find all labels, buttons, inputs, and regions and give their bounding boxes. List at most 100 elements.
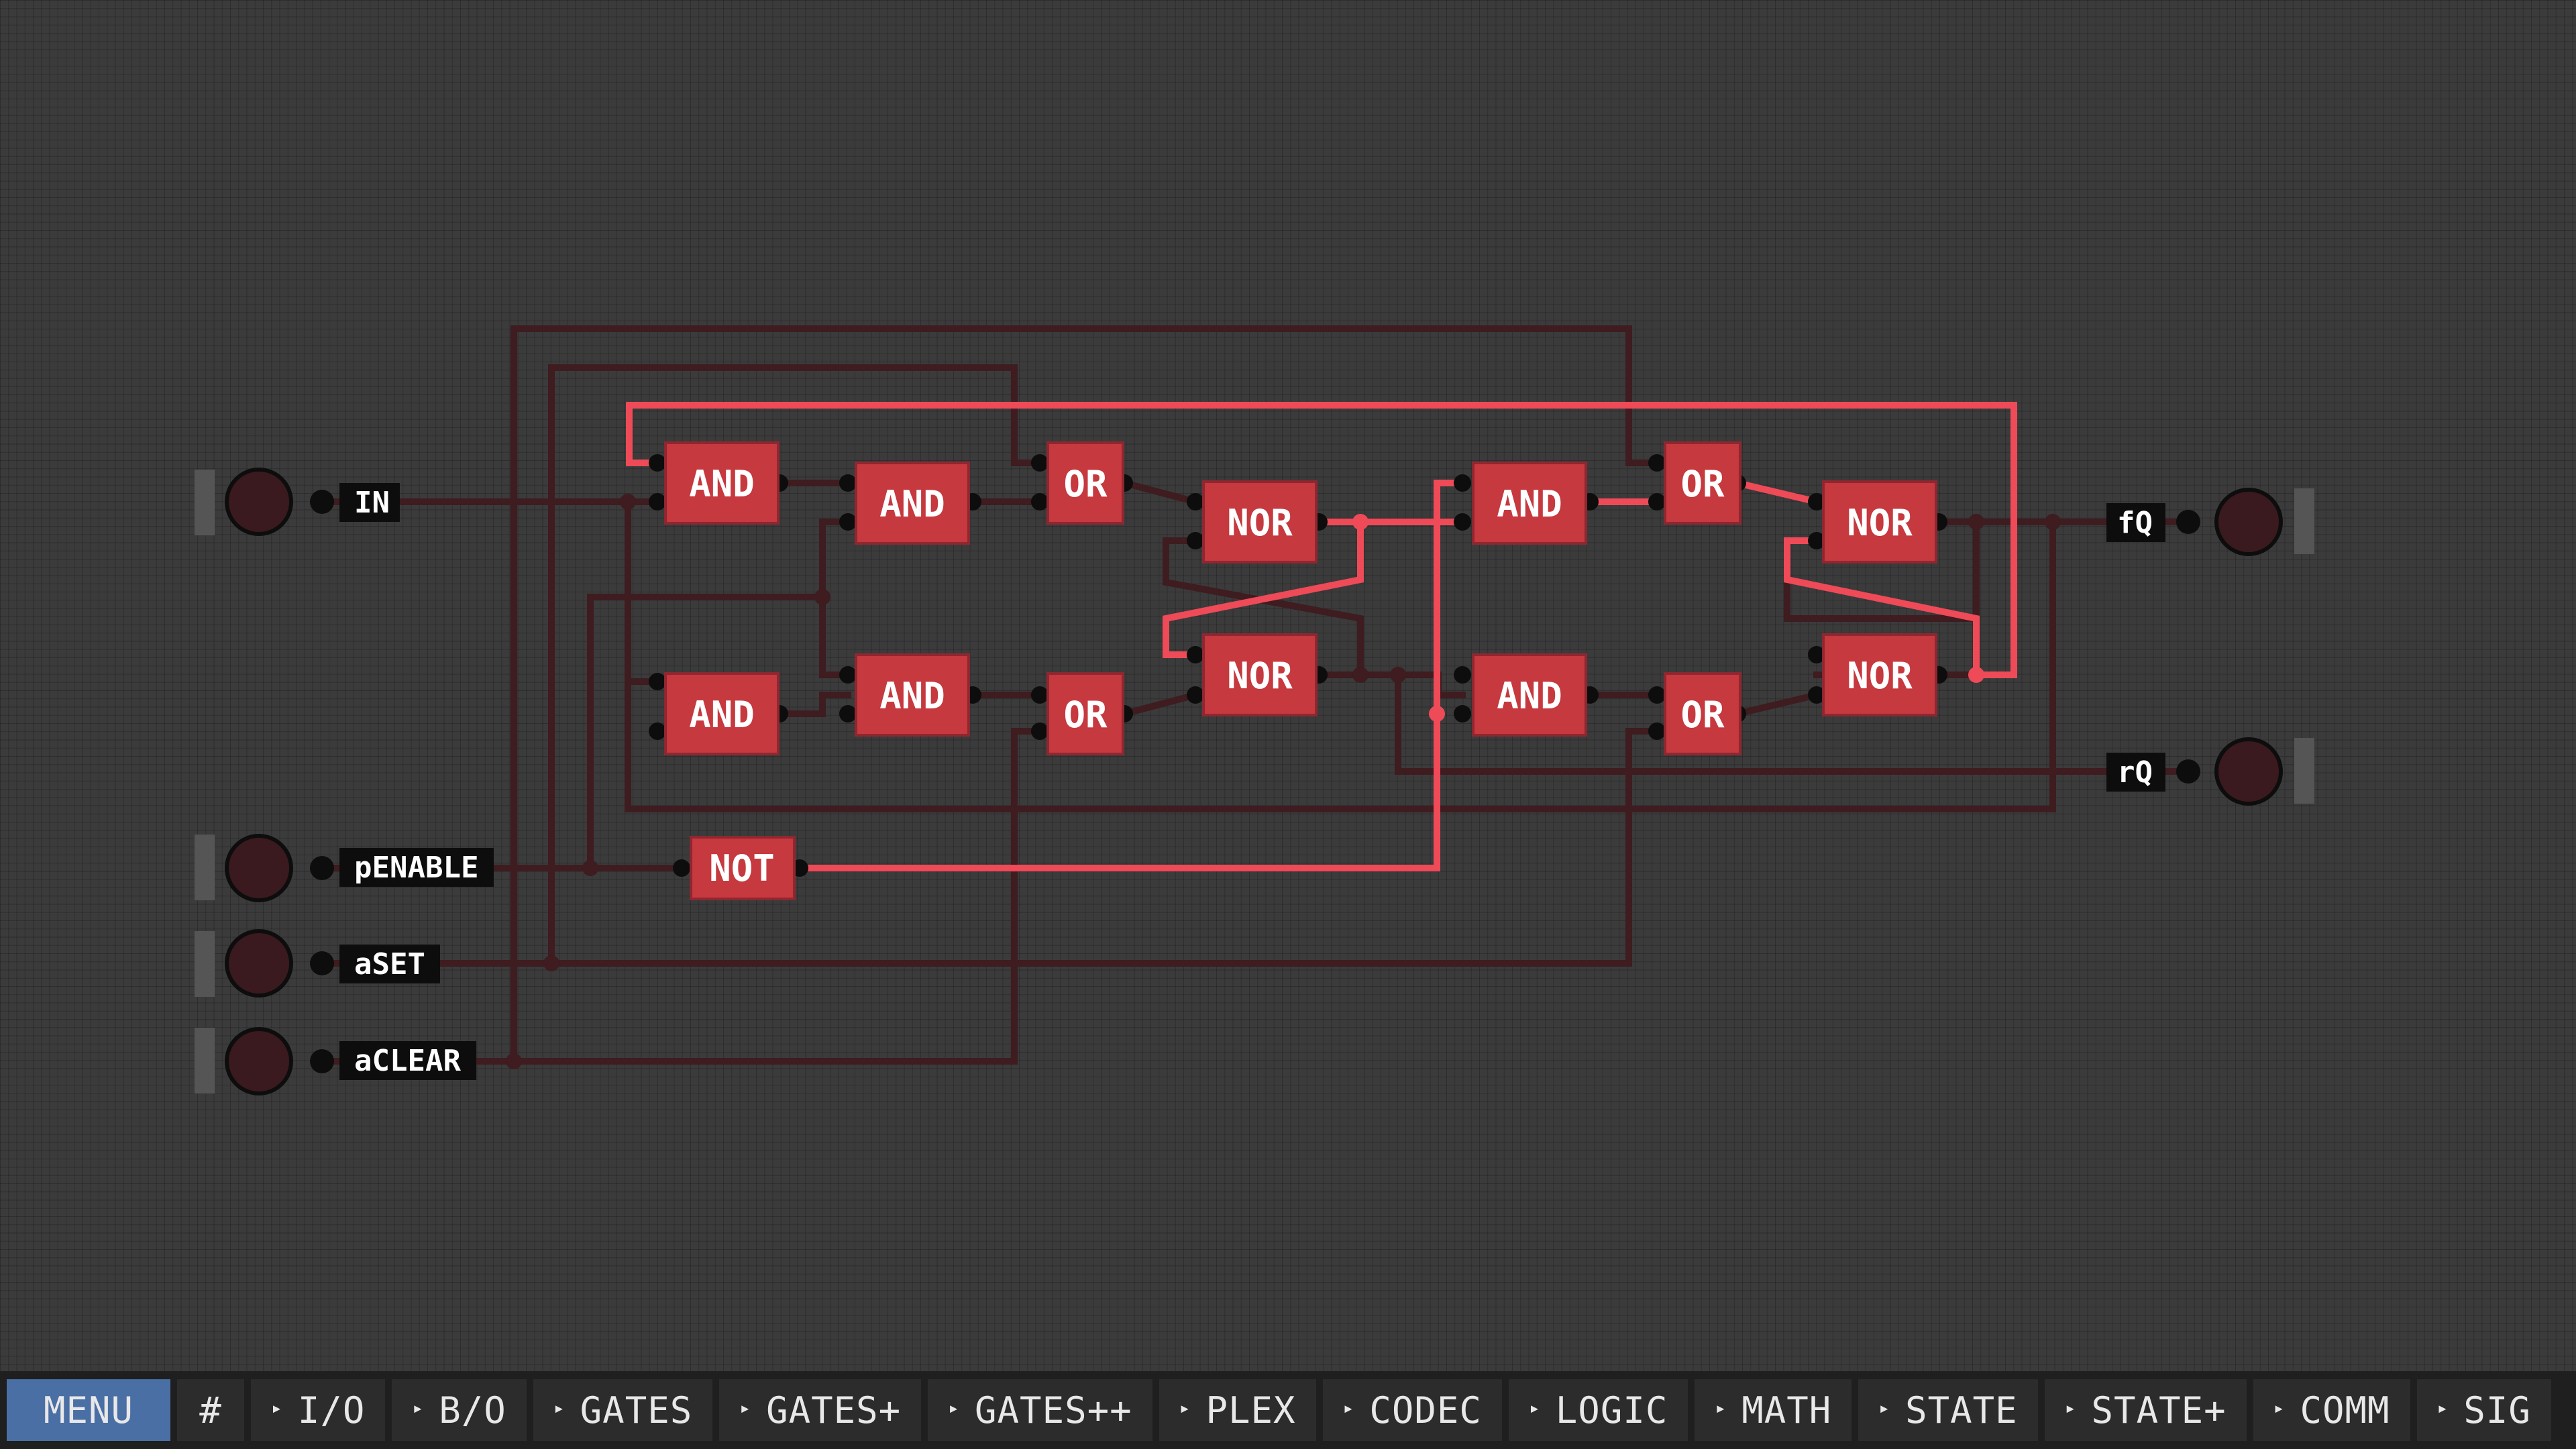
output-pins[interactable]: fQ rQ: [2053, 488, 2314, 806]
input-in[interactable]: IN: [195, 468, 400, 536]
category-label: SIG: [2463, 1389, 2531, 1432]
menu-label: MENU: [43, 1389, 134, 1432]
gate-label: NOR: [1847, 655, 1913, 697]
gate-label: AND: [1497, 483, 1562, 525]
pin-handle[interactable]: [195, 931, 215, 997]
nor-gate[interactable]: NOR: [1187, 633, 1328, 716]
gate-label: OR: [1680, 694, 1725, 736]
input-label: IN: [354, 486, 390, 520]
gate-label: OR: [1063, 463, 1108, 505]
input-aclear[interactable]: aCLEAR: [195, 1027, 476, 1095]
or-gate[interactable]: OR: [1031, 672, 1133, 755]
expand-triangle-icon: ▸: [1342, 1396, 1355, 1419]
gate-label: OR: [1680, 463, 1725, 505]
nor-gate[interactable]: NOR: [1808, 480, 1947, 564]
or-gate[interactable]: OR: [1648, 441, 1746, 525]
output-label: fQ: [2117, 506, 2153, 540]
category-bo-button[interactable]: ▸B/O: [392, 1379, 527, 1441]
gate-label: NOR: [1227, 655, 1293, 697]
gate-label: AND: [689, 463, 755, 505]
junctions: [506, 494, 2061, 1069]
nor-gate[interactable]: NOR: [1187, 480, 1328, 564]
category-label: LOGIC: [1555, 1389, 1668, 1432]
output-knob: [2214, 737, 2283, 806]
category-label: STATE+: [2091, 1389, 2226, 1432]
and-gate[interactable]: AND: [839, 462, 981, 545]
category-codec-button[interactable]: ▸ CODEC: [1322, 1379, 1502, 1441]
category-math-button[interactable]: ▸ MATH: [1695, 1379, 1852, 1441]
category-label: GATES+: [766, 1389, 902, 1432]
and-gate[interactable]: AND: [1454, 462, 1599, 545]
input-aset[interactable]: aSET: [195, 929, 440, 998]
grid-toggle-button[interactable]: #: [177, 1379, 244, 1441]
category-gates-plus-plus-button[interactable]: ▸GATES++: [928, 1379, 1152, 1441]
input-pins[interactable]: IN pENABLE aSET aCLEAR: [195, 468, 494, 1095]
category-comm-button[interactable]: ▸ COMM: [2253, 1379, 2410, 1441]
expand-triangle-icon: ▸: [948, 1396, 961, 1419]
input-label: pENABLE: [354, 851, 478, 885]
active-wires: [626, 402, 2017, 871]
category-label: MATH: [1741, 1389, 1832, 1432]
input-label: aSET: [354, 947, 425, 981]
input-knob[interactable]: [225, 468, 293, 536]
input-knob[interactable]: [225, 834, 293, 902]
gate-label: AND: [1497, 675, 1562, 717]
input-penable[interactable]: pENABLE: [195, 834, 494, 902]
expand-triangle-icon: ▸: [1179, 1396, 1191, 1419]
or-gate[interactable]: OR: [1648, 672, 1746, 755]
category-logic-button[interactable]: ▸ LOGIC: [1508, 1379, 1688, 1441]
gate-label: NOT: [709, 847, 775, 890]
not-gate[interactable]: NOT: [673, 836, 808, 900]
category-label: B/O: [439, 1389, 506, 1432]
gate-label: AND: [689, 694, 755, 736]
expand-triangle-icon: ▸: [2273, 1396, 2286, 1419]
gate-label: OR: [1063, 694, 1108, 736]
and-gate[interactable]: AND: [1454, 653, 1599, 737]
category-io-button[interactable]: ▸ I/O: [251, 1379, 386, 1441]
gate-label: NOR: [1847, 502, 1913, 544]
category-label: CODEC: [1369, 1389, 1482, 1432]
pin-handle[interactable]: [195, 470, 215, 535]
category-state-button[interactable]: ▸STATE: [1858, 1379, 2038, 1441]
expand-triangle-icon: ▸: [1528, 1396, 1541, 1419]
gates[interactable]: AND AND OR AND AND OR: [649, 441, 1947, 900]
nor-gate[interactable]: NOR: [1808, 633, 1947, 716]
expand-triangle-icon: ▸: [553, 1396, 566, 1419]
category-label: COMM: [2300, 1389, 2390, 1432]
gate-label: NOR: [1227, 502, 1293, 544]
and-gate[interactable]: AND: [649, 441, 788, 525]
category-label: PLEX: [1205, 1389, 1296, 1432]
category-label: I/O: [297, 1389, 366, 1432]
expand-triangle-icon: ▸: [739, 1396, 752, 1419]
expand-triangle-icon: ▸: [1715, 1396, 1727, 1419]
expand-triangle-icon: ▸: [271, 1396, 283, 1419]
category-gates-button[interactable]: ▸ GATES: [533, 1379, 713, 1441]
category-label: STATE: [1905, 1389, 2018, 1432]
input-knob[interactable]: [225, 929, 293, 998]
inactive-wires: [319, 325, 2110, 1065]
pin-handle[interactable]: [195, 835, 215, 900]
input-label: aCLEAR: [354, 1044, 461, 1078]
pin-handle[interactable]: [2294, 488, 2314, 554]
expand-triangle-icon: ▸: [2436, 1396, 2449, 1419]
output-label: rQ: [2117, 755, 2153, 790]
category-label: GATES: [580, 1389, 693, 1432]
and-gate[interactable]: AND: [649, 672, 788, 755]
component-toolbar: MENU # ▸I/O ▸B/O ▸GATES ▸GATES+ ▸GATES++…: [0, 1371, 2576, 1449]
category-gates-plus-button[interactable]: ▸ GATES+: [719, 1379, 922, 1441]
circuit-canvas[interactable]: AND AND OR AND AND OR: [0, 0, 2576, 1368]
category-plex-button[interactable]: ▸ PLEX: [1159, 1379, 1316, 1441]
pin-handle[interactable]: [2294, 738, 2314, 804]
output-fq[interactable]: fQ: [2106, 488, 2314, 556]
output-knob: [2214, 488, 2283, 556]
expand-triangle-icon: ▸: [2064, 1396, 2077, 1419]
category-state-plus-button[interactable]: ▸ STATE+: [2044, 1379, 2247, 1441]
input-knob[interactable]: [225, 1027, 293, 1095]
pin-handle[interactable]: [195, 1028, 215, 1093]
or-gate[interactable]: OR: [1031, 441, 1133, 525]
output-rq[interactable]: rQ: [2053, 737, 2314, 806]
category-sig-button[interactable]: ▸ SIG: [2416, 1379, 2551, 1441]
gate-label: AND: [879, 483, 945, 525]
menu-button[interactable]: MENU: [7, 1379, 170, 1441]
and-gate[interactable]: AND: [839, 653, 981, 737]
